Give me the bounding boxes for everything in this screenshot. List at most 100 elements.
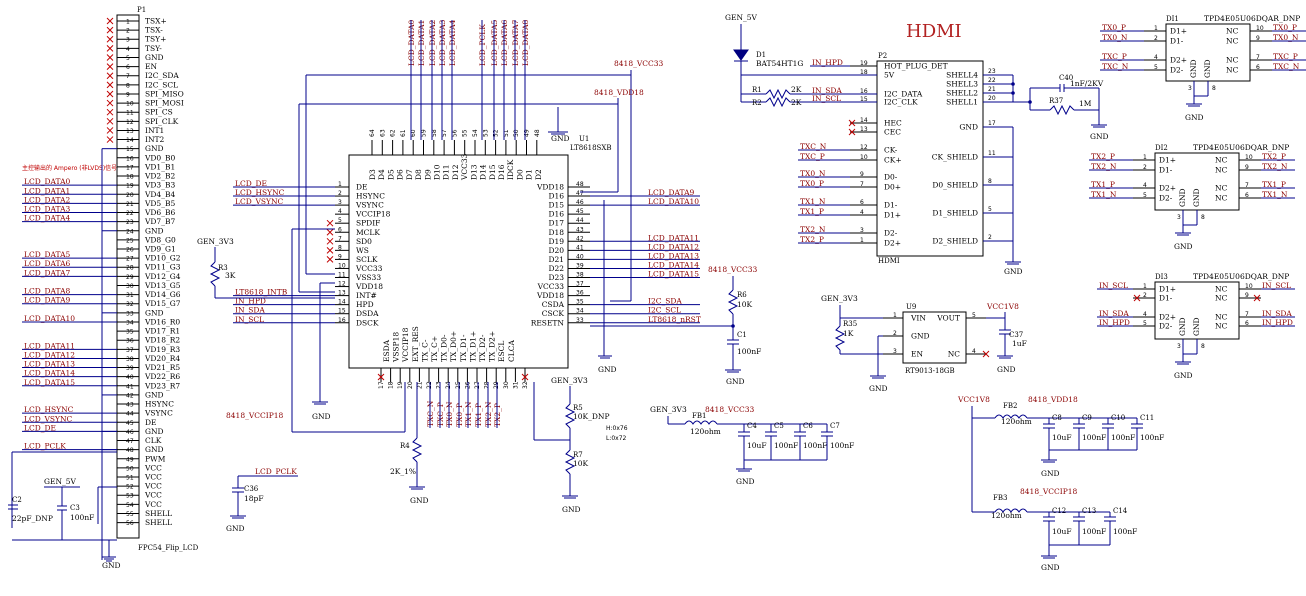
fb2-vcc1v8-label: VCC1V8	[957, 395, 990, 404]
p1-pin-label: VD9_G1	[144, 245, 176, 254]
u1-right-pin-label: D22	[548, 264, 564, 273]
fb1-vcc33-label: 8418_VCC33	[705, 405, 755, 414]
p1-part: FPC54_Flip_LCD	[138, 544, 199, 552]
p2-left-pin-number: 4	[860, 209, 864, 216]
esd-left-net-label: IN_SDA	[1099, 309, 1129, 318]
u1-top-pin-label: D5	[386, 169, 395, 180]
u1-right-net-label: LCD_DATA10	[648, 197, 699, 206]
fb1-ref: FB1	[692, 412, 706, 420]
u1-right-pin-label: CSDA	[542, 300, 565, 309]
u1-vdd18-label: 8418_VDD18	[594, 88, 644, 97]
u9-right-pin-number: 4	[972, 348, 976, 355]
c36-val: 18pF	[244, 494, 264, 503]
p1-pin-label: VD15_G7	[144, 299, 181, 308]
p1-pin-label: SHELL	[145, 518, 172, 527]
fb1-gen3v3-label: GEN_3V3	[650, 405, 687, 414]
p1-pin-label: TSY+	[145, 35, 166, 44]
p2-net-label: TX1_P	[800, 207, 824, 216]
u1-bottom-pin-label: ESDA	[382, 339, 391, 362]
p2-net-label: IN_SCL	[812, 94, 841, 103]
esd-right-pin-label: NC	[1226, 66, 1239, 75]
u1-bottom-pin-number: 32	[522, 381, 529, 389]
p1-pin-label: PWM	[145, 454, 166, 463]
cap-ref: C8	[1052, 414, 1062, 422]
u1-bottom-pin-label: CLCA	[507, 340, 516, 362]
esd-left-net-label: TX1_N	[1091, 190, 1117, 199]
p1-power-section: C2 22pF_DNP GEN_5V C3 100nF GND	[8, 451, 121, 570]
u1-bottom-pin-number: 30	[503, 381, 510, 389]
u1-left-pin-label: INT#	[356, 291, 377, 300]
p1-ref: P1	[137, 6, 146, 14]
p1-pin-number: 23	[126, 219, 134, 226]
u1-left-pin-label: DSCK	[356, 318, 379, 327]
esd-right-net-label: IN_SDA	[1262, 309, 1292, 318]
esd-right-pin-number: 7	[1245, 182, 1249, 189]
u1-left-net-label: IN_SCL	[235, 315, 264, 324]
cap-ref: C14	[1113, 507, 1128, 515]
u1-bottom-pin-number: 25	[455, 381, 462, 389]
u1-top-pin-label: D10	[433, 164, 442, 180]
esd-left-pin-label: D2-	[1170, 66, 1184, 75]
p1-net-label: LCD_DE	[24, 423, 56, 432]
u1-top-pin-number: 60	[410, 129, 417, 137]
esd-part: TPD4E05U06DQAR_DNP	[1193, 272, 1289, 281]
p1-note: 主控输出的 Ampero (非LVDS)信号	[22, 164, 117, 172]
d1-gen5v-label: GEN_5V	[725, 13, 758, 22]
u9-left-pin-number: 3	[893, 348, 897, 355]
u1-top-pin-label: D14	[479, 164, 488, 180]
u1-bottom-pin-number: 19	[397, 381, 404, 389]
p2-left-pin-label: CK-	[884, 146, 898, 155]
p2-right-pin-label: GND	[959, 123, 978, 132]
p1-pin-number: 28	[126, 265, 134, 272]
u1-bottom-pin-number: 23	[436, 381, 443, 389]
esd-left-pin-label: D2+	[1159, 184, 1176, 193]
u1-left-pin-label: HPD	[356, 300, 374, 309]
p2-part: HDMI	[878, 257, 900, 265]
p1-net-label: LCD_DATA8	[24, 287, 71, 296]
p2-body	[876, 60, 984, 257]
u9-left-pin-label: VIN	[910, 314, 926, 323]
p1-pin-label: TSY-	[145, 44, 162, 53]
u1-left-net-label: LCD_VSYNC	[235, 197, 284, 206]
caps-b-gnd-label: GND	[1041, 469, 1060, 478]
p1-pin-number: 7	[126, 73, 130, 80]
cap-val: 10uF	[747, 441, 767, 450]
esd-right-pin-number: 6	[1256, 64, 1260, 71]
esd-right-pin-number: 10	[1245, 154, 1253, 161]
cap-val: 10uF	[1052, 433, 1072, 442]
esd-gnd-pin-number: 3	[1188, 85, 1192, 92]
esd-gnd-pin-label: GND	[1203, 59, 1212, 78]
c1-gnd-label: GND	[726, 377, 745, 386]
p2-left-pin-number: 6	[860, 199, 864, 206]
p1-pin-number: 47	[126, 438, 134, 445]
esd-part: TPD4E05U06DQAR_DNP	[1204, 14, 1300, 23]
esd-gnd-label: GND	[1185, 113, 1204, 122]
u1-bottom-pin-number: 28	[484, 381, 491, 389]
fb1-val: 120ohm	[690, 427, 721, 436]
cap-ref: C13	[1082, 507, 1096, 515]
u1-top-pin-number: 50	[513, 129, 520, 137]
u1-right-pin-label: VDD18	[536, 291, 564, 300]
esd-left-pin-number: 4	[1154, 54, 1158, 61]
esd-left-pin-number: 2	[1143, 292, 1147, 299]
p2-left-pin-number: 12	[860, 144, 868, 151]
esd-ref: DI2	[1155, 144, 1168, 152]
u1-left-pin-number: 5	[338, 217, 342, 224]
esd-right-net-label: TX2_N	[1262, 162, 1288, 171]
p1-pin-number: 19	[126, 183, 134, 190]
u1-top-pin-label: D2	[534, 169, 543, 180]
p1-pin-number: 37	[126, 347, 134, 354]
p2-right-pin-number: 21	[988, 86, 996, 93]
u1-right-pin-number: 35	[576, 299, 584, 306]
esd-left-pin-number: 1	[1143, 283, 1147, 290]
p1-pin-number: 10	[126, 101, 134, 108]
esd-gnd-pin-number: 8	[1212, 85, 1216, 92]
p2-right-pin-label: SHELL4	[946, 71, 978, 80]
esd-body	[1154, 152, 1240, 211]
cap-val: 10uF	[1052, 527, 1072, 536]
u1-right-net-label: LT8618_nRST	[648, 315, 701, 324]
p1-pin-label: VD6_B6	[144, 208, 175, 217]
p1-pin-number: 13	[126, 128, 134, 135]
